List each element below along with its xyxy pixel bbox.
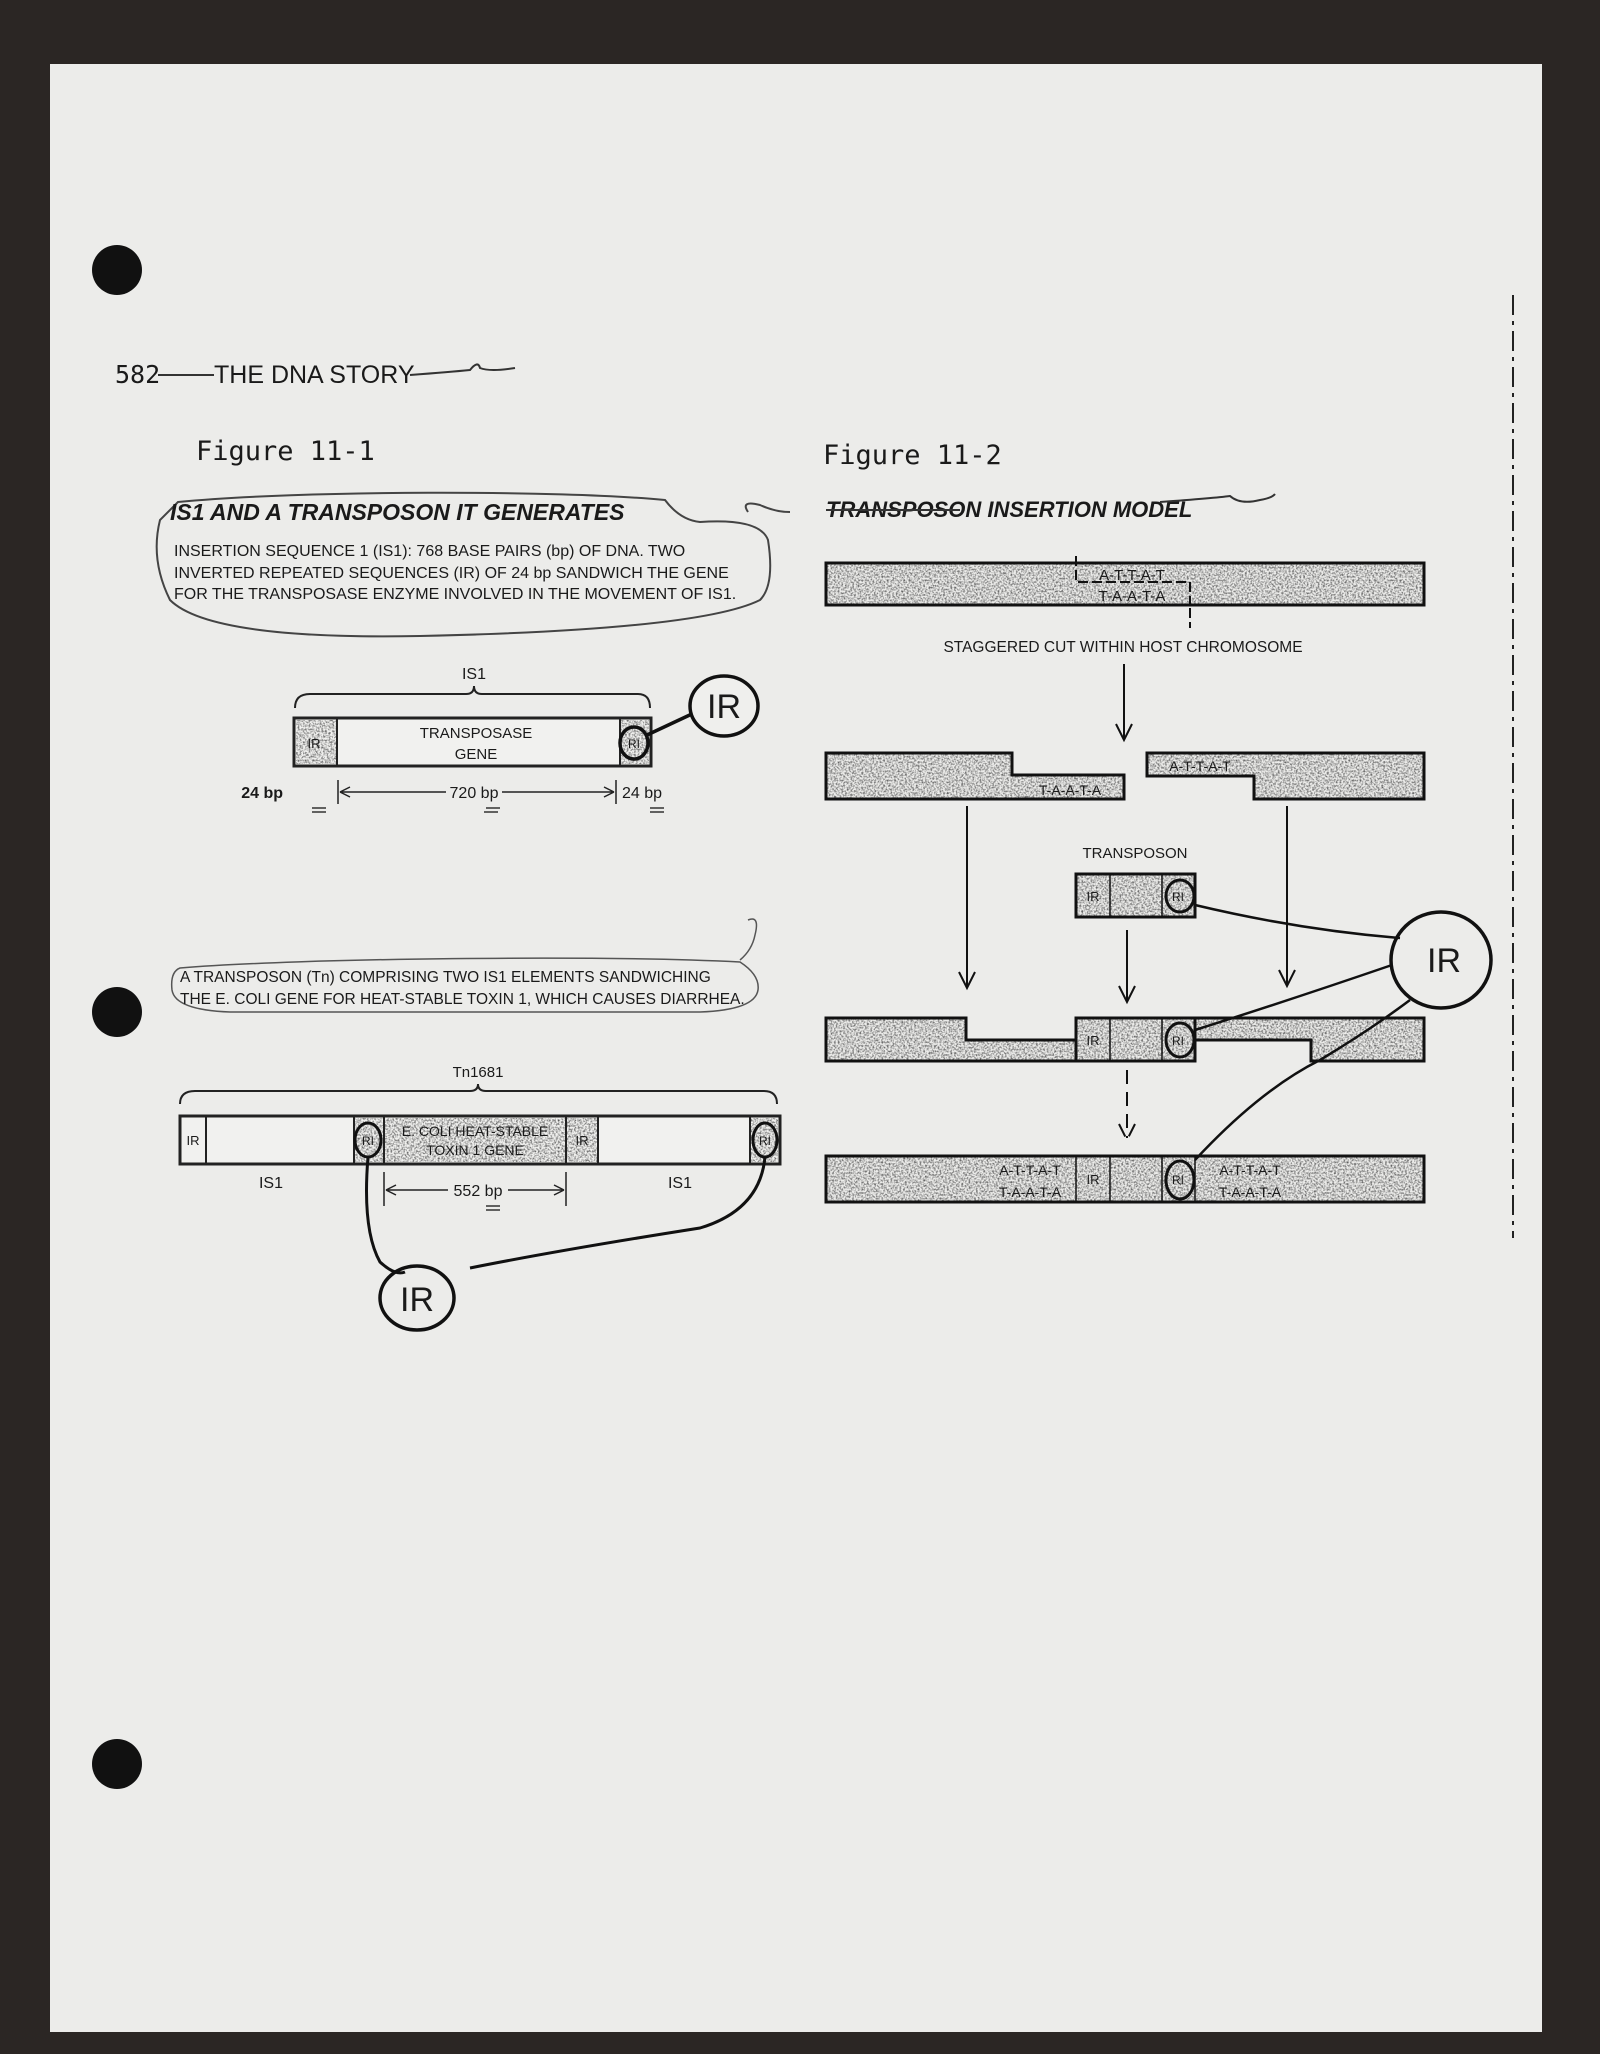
- transposon-label: TRANSPOSON: [1082, 845, 1187, 862]
- gene-label: TRANSPOSASE: [420, 725, 533, 742]
- strike-through-line: [158, 363, 516, 376]
- is1-bar: [292, 716, 653, 768]
- duplicated-sequence: T-A-A-T-A: [999, 1184, 1062, 1200]
- ir-label: IR: [576, 1133, 589, 1148]
- ir-label: IR: [1087, 889, 1100, 904]
- ir-annotation-circle: [688, 674, 760, 738]
- punch-hole: [92, 245, 142, 295]
- bracket: [294, 685, 651, 709]
- final-chromosome: [824, 1154, 1426, 1204]
- ir-annotation-circle: [1389, 910, 1493, 1010]
- arrow-down: [1118, 930, 1136, 1005]
- is1-label: IS1: [668, 1175, 692, 1192]
- hand-circle: [618, 725, 650, 761]
- ri-label: RI: [628, 737, 640, 751]
- duplicated-sequence: T-A-A-T-A: [1219, 1184, 1282, 1200]
- ri-label: RI: [1172, 1034, 1184, 1048]
- ri-label: RI: [362, 1134, 374, 1148]
- ri-label: RI: [759, 1134, 771, 1148]
- ir-label: IR: [1087, 1172, 1100, 1187]
- tn-bracket-label: Tn1681: [453, 1064, 504, 1081]
- size-label: 24 bp: [622, 785, 662, 802]
- size-label: 552 bp: [454, 1183, 503, 1200]
- size-label: 720 bp: [450, 785, 499, 802]
- ri-label: RI: [1172, 890, 1184, 904]
- caption2-line: A TRANSPOSON (Tn) COMPRISING TWO IS1 ELE…: [180, 969, 711, 986]
- running-title: THE DNA STORY: [214, 361, 415, 389]
- gene-label: GENE: [455, 746, 498, 763]
- caption-line: FOR THE TRANSPOSASE ENZYME INVOLVED IN T…: [174, 586, 736, 603]
- caption-line: INVERTED REPEATED SEQUENCES (IR) OF 24 b…: [174, 565, 729, 582]
- hand-drawn-outline: [170, 957, 759, 1013]
- ir-annotation: IR: [1427, 942, 1461, 980]
- page-number: 582: [115, 360, 160, 389]
- tn1681-diagram: Tn1681 IR RI E. COLI HEAT-STABLE TOXIN 1…: [178, 1064, 782, 1332]
- ir-label: IR: [187, 1133, 200, 1148]
- arrow-down: [958, 806, 976, 991]
- arrow-down: [1278, 806, 1296, 989]
- document-page: [50, 64, 1542, 2032]
- figure1-title: IS1 AND A TRANSPOSON IT GENERATES: [170, 499, 625, 525]
- bottom-strand-sequence: T-A-A-T-A: [1099, 588, 1166, 605]
- figure2-label: Figure 11-2: [823, 440, 1002, 471]
- arrow-down-dashed: [1118, 1070, 1136, 1143]
- caption-line: INSERTION SEQUENCE 1 (IS1): 768 BASE PAI…: [174, 543, 685, 560]
- arrow-down: [1115, 664, 1133, 743]
- cut-chromosome-left: [824, 751, 1126, 801]
- toxin-gene-label: TOXIN 1 GENE: [426, 1142, 524, 1158]
- size-label: 24 bp: [241, 785, 283, 802]
- duplicated-sequence: A-T-T-A-T: [1219, 1162, 1281, 1178]
- step-label: STAGGERED CUT WITHIN HOST CHROMOSOME: [943, 639, 1302, 656]
- ir-label: IR: [308, 736, 321, 751]
- ir-annotation: IR: [400, 1281, 434, 1319]
- top-strand-sequence: A-T-T-A-T: [1099, 567, 1165, 584]
- ri-label: RI: [1172, 1173, 1184, 1187]
- insertion-model-diagram: A-T-T-A-T T-A-A-T-A STAGGERED CUT WITHIN…: [824, 556, 1493, 1204]
- is1-diagram: IS1 IR TRANSPOSASE GENE RI IR 24 bp 720 …: [241, 666, 760, 813]
- hand-mark: [744, 502, 791, 513]
- hand-drawn-outline: [155, 491, 772, 638]
- bracket: [179, 1083, 778, 1105]
- cut-chromosome-right: [1145, 751, 1426, 801]
- is1-label: IS1: [259, 1175, 283, 1192]
- punch-hole: [92, 987, 142, 1037]
- ir-label: IR: [1087, 1033, 1100, 1048]
- sticky-end: T-A-A-T-A: [1039, 782, 1102, 798]
- ir-annotation: IR: [707, 688, 741, 726]
- caption2-line: THE E. COLI GENE FOR HEAT-STABLE TOXIN 1…: [180, 991, 745, 1008]
- ir-annotation-circle: [378, 1264, 456, 1332]
- toxin-gene-label: E. COLI HEAT-STABLE: [402, 1123, 549, 1139]
- ir-segment: [296, 720, 337, 764]
- figure1-label: Figure 11-1: [196, 436, 375, 467]
- is1-bracket-label: IS1: [462, 666, 486, 683]
- punch-hole: [92, 1739, 142, 1789]
- duplicated-sequence: A-T-T-A-T: [999, 1162, 1061, 1178]
- sticky-end: A-T-T-A-T: [1169, 758, 1231, 774]
